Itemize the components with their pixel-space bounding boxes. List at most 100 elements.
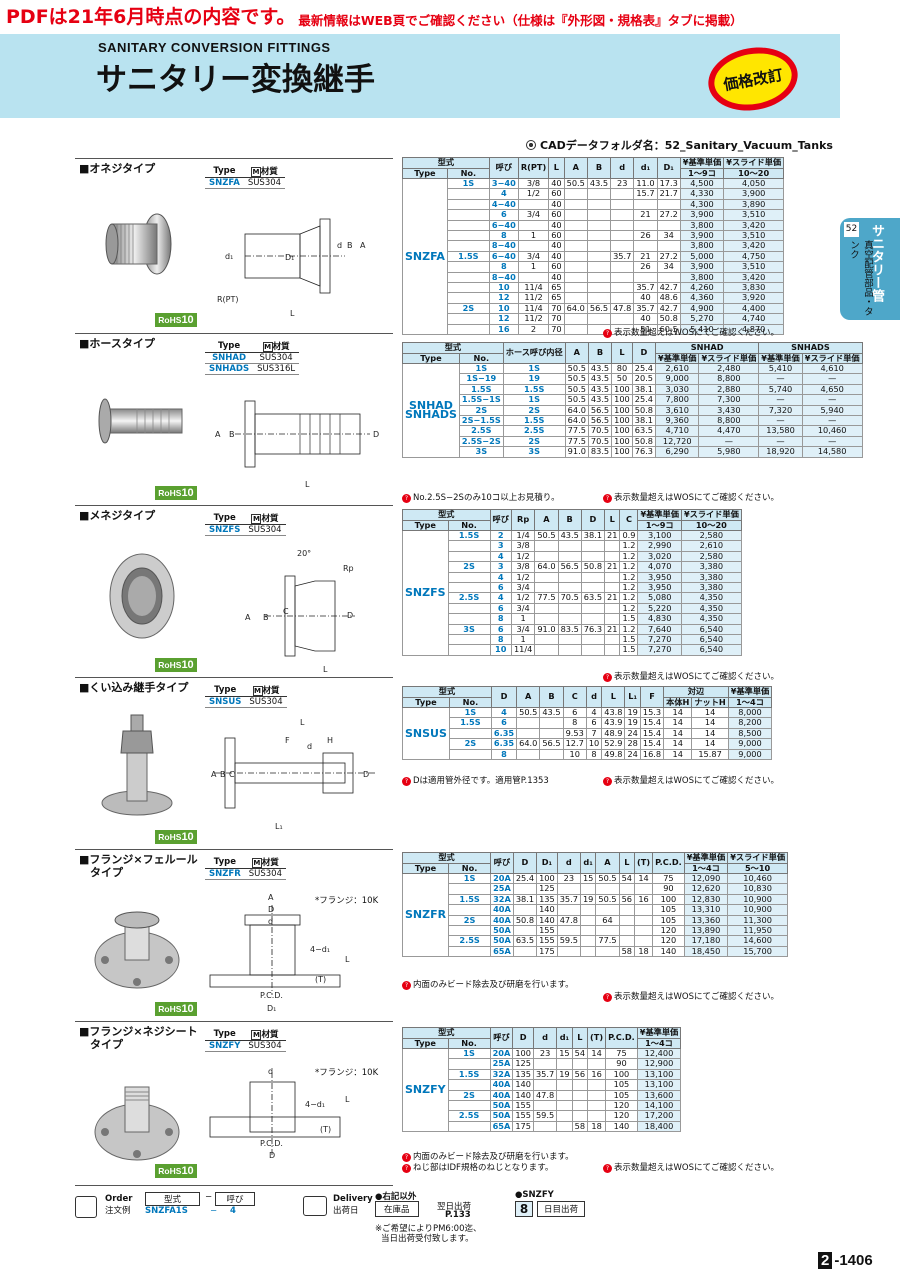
- table-cell: 64: [595, 914, 620, 927]
- svg-text:B: B: [220, 770, 226, 779]
- table-cell: [563, 292, 588, 304]
- table-cell: 50.5: [595, 872, 620, 885]
- table-header: 型式: [402, 1027, 491, 1039]
- table-cell: 2S: [502, 435, 566, 448]
- table-cell: 40: [548, 198, 565, 211]
- table-cell: —: [698, 435, 760, 448]
- table-cell: [556, 1100, 573, 1112]
- table-cell: [447, 582, 491, 594]
- table-cell: 16.8: [639, 748, 665, 761]
- table-header: A: [564, 342, 589, 364]
- table-cell: 14: [691, 717, 729, 729]
- table-cell: 3/4: [517, 250, 550, 263]
- table-cell: 3: [489, 561, 512, 573]
- table-cell: [633, 219, 658, 232]
- table-cell: [656, 219, 681, 232]
- table-cell: [448, 748, 492, 761]
- table-cell: [557, 634, 582, 646]
- type-cell: SNZFS: [402, 530, 449, 656]
- rohs-badge: RoHS10: [155, 658, 197, 672]
- table-cell: 50A: [490, 925, 514, 937]
- table-cell: 5,270: [679, 313, 725, 325]
- table-cell: 3S: [458, 446, 504, 458]
- table-cell: 3,420: [723, 271, 785, 284]
- svg-text:D: D: [269, 1151, 275, 1160]
- table-cell: [512, 904, 538, 916]
- table-cell: 135: [512, 1068, 534, 1081]
- table-header: 10〜20: [680, 519, 742, 531]
- cd-icon: [526, 140, 536, 150]
- table-cell: 1.5S−1S: [458, 394, 504, 406]
- table-cell: 1S: [447, 1047, 491, 1060]
- table-cell: 50.5: [564, 373, 589, 385]
- table-cell: 40: [633, 313, 658, 325]
- table-cell: [446, 313, 490, 325]
- table-cell: 3,380: [680, 582, 742, 594]
- order-ex-no: 4: [230, 1206, 236, 1216]
- table-cell: 140: [536, 914, 558, 927]
- svg-text:L: L: [305, 480, 310, 489]
- table-cell: 6: [490, 717, 518, 729]
- table-cell: 60: [548, 230, 565, 242]
- svg-text:(T): (T): [315, 975, 326, 984]
- table-cell: 15,700: [727, 945, 789, 958]
- table-cell: 2: [489, 529, 512, 542]
- table-cell: [447, 602, 491, 615]
- table-cell: 58: [571, 1120, 589, 1133]
- table-cell: 35.7: [610, 250, 635, 263]
- order-jp: 注文例: [105, 1206, 131, 1216]
- table-cell: 13,100: [636, 1079, 682, 1091]
- table-cell: 120: [652, 935, 685, 947]
- table-header: 型式: [402, 342, 504, 354]
- table-cell: 64.0: [534, 561, 559, 573]
- table-header: D: [580, 509, 606, 531]
- svg-text:H: H: [327, 736, 333, 745]
- table-cell: 23: [532, 1047, 558, 1060]
- rohs-badge: RoHS10: [155, 1164, 197, 1178]
- table-cell: 23: [610, 177, 635, 190]
- table-header: 呼び: [488, 157, 519, 179]
- table-header: C: [562, 686, 587, 708]
- order-type-head: 型式: [145, 1192, 200, 1206]
- tab-title: サニタリー管: [869, 224, 884, 302]
- table-cell: 4,470: [698, 425, 760, 437]
- table-cell: 2S: [446, 302, 490, 315]
- table-cell: 2,990: [637, 540, 682, 552]
- side-index-tab[interactable]: 52 サニタリー管 真空配管部品・タンク: [840, 218, 900, 320]
- table-cell: [595, 925, 620, 937]
- table-header: No.: [446, 167, 490, 179]
- table-cell: 1.5S: [448, 717, 492, 729]
- table-cell: 8: [488, 230, 519, 242]
- table-cell: 4,350: [680, 602, 742, 615]
- type-cell: SNZFR: [401, 872, 450, 958]
- table-cell: [447, 644, 491, 656]
- table-header: L₁: [624, 686, 641, 708]
- table-header: ¥スライド単価: [698, 352, 760, 364]
- table-header: 型式: [402, 509, 491, 521]
- table-cell: 4: [489, 550, 512, 563]
- table-header: 呼び: [490, 852, 514, 874]
- table-cell: 70: [548, 323, 565, 336]
- truck-icon: [303, 1196, 327, 1216]
- table-cell: 50.5: [564, 383, 589, 396]
- table-cell: [446, 282, 490, 294]
- type-cell: SNHAD SNHADS: [402, 363, 460, 458]
- table-cell: 1.5S: [447, 529, 491, 542]
- title-jp: サニタリー変換継手: [96, 62, 375, 98]
- table-cell: 3/4: [510, 602, 536, 615]
- table-cell: 19: [624, 717, 641, 729]
- table-header: Type: [402, 696, 450, 708]
- table-cell: 14: [663, 727, 693, 740]
- table-cell: 105: [605, 1089, 638, 1102]
- tab-subtitle: 真空配管部品・タンク: [848, 240, 873, 316]
- svg-text:A: A: [211, 770, 217, 779]
